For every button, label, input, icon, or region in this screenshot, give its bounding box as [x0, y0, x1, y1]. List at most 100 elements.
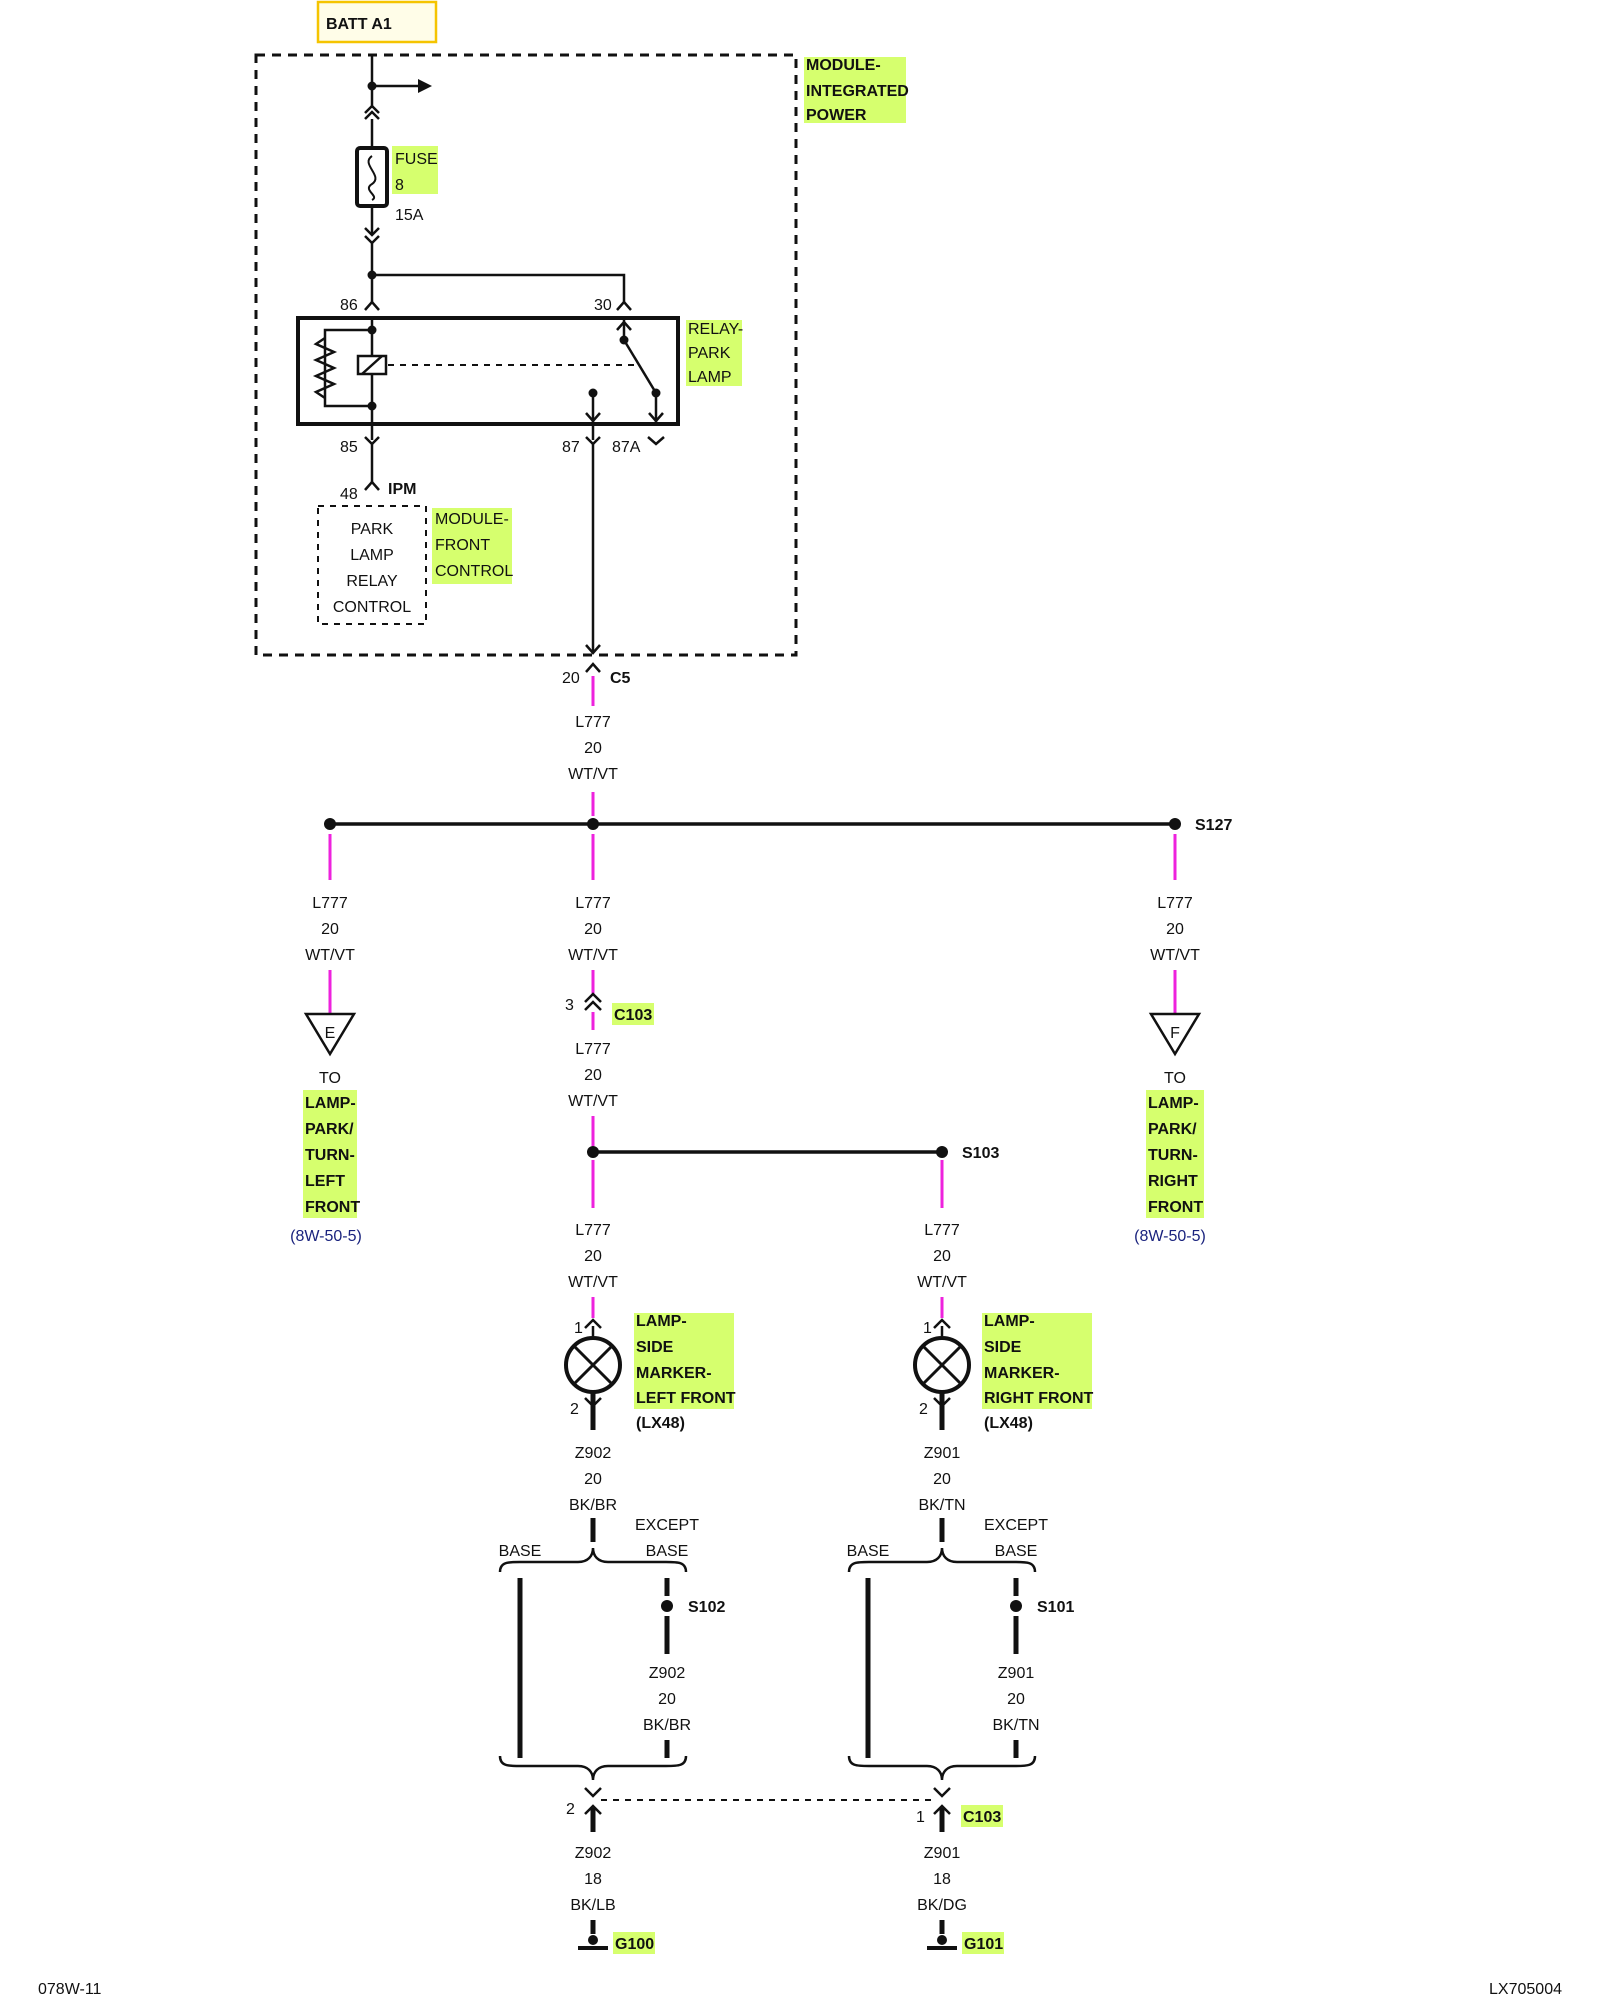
- z901-variant-except-line2: BASE: [995, 1543, 1038, 1560]
- ground-g100-label: G100: [613, 1932, 655, 1954]
- l777-ll-color: WT/VT: [568, 1274, 618, 1291]
- ipm-label: IPM: [388, 481, 416, 498]
- z902-variant-except-line2: BASE: [646, 1543, 689, 1560]
- s127-right-node: [1169, 818, 1181, 830]
- lamp-left-line1: LAMP-: [636, 1313, 687, 1330]
- fcm-function-line4: CONTROL: [333, 599, 411, 616]
- relay-park-lamp-body: [296, 316, 680, 426]
- right-page-reference-link[interactable]: (8W-50-5): [1134, 1228, 1206, 1245]
- l777-ll-circuit: L777: [575, 1222, 611, 1239]
- lamp-left-line2: SIDE: [636, 1339, 674, 1356]
- left-dest-line3: TURN-: [305, 1147, 355, 1164]
- l777-left-gauge: 20: [321, 921, 339, 938]
- z901-except-circuit: Z901: [998, 1665, 1035, 1682]
- batt-a1-box: BATT A1: [316, 0, 438, 44]
- fuse-label-line1: FUSE: [395, 151, 438, 168]
- c5-label: C5: [610, 670, 631, 687]
- s103-label: S103: [962, 1145, 999, 1162]
- left-dest-line1: LAMP-: [305, 1095, 356, 1112]
- l777-right-circuit: L777: [1157, 895, 1193, 912]
- s102-label: S102: [688, 1599, 725, 1616]
- left-page-reference-link[interactable]: (8W-50-5): [290, 1228, 362, 1245]
- s102-node: [661, 1600, 673, 1612]
- z902-except-circuit: Z902: [649, 1665, 686, 1682]
- s101-node: [1010, 1600, 1022, 1612]
- lamp-right-line1: LAMP-: [984, 1313, 1035, 1330]
- fcm-label-line3: CONTROL: [435, 563, 513, 580]
- c103-bottom-left-pin-icon: [584, 1787, 602, 1815]
- z902-gauge: 20: [584, 1471, 602, 1488]
- z902-ground-color: BK/LB: [570, 1897, 615, 1914]
- z902-color: BK/BR: [569, 1497, 617, 1514]
- z901-gauge: 20: [933, 1471, 951, 1488]
- right-dest-line1: LAMP-: [1148, 1095, 1199, 1112]
- fuse-8-label: FUSE 8: [392, 146, 438, 194]
- l777-right-gauge: 20: [1166, 921, 1184, 938]
- s103-right-node: [936, 1146, 948, 1158]
- l777-left-circuit: L777: [312, 895, 348, 912]
- relay-pin-86: 86: [340, 297, 358, 314]
- ipm-pin-48: 48: [340, 486, 358, 503]
- mip-label-line1: MODULE-: [806, 57, 881, 74]
- svg-text:C103: C103: [614, 1007, 652, 1024]
- s103-left-node: [587, 1146, 599, 1158]
- l777-mid2-gauge: 20: [584, 1067, 602, 1084]
- svg-text:G100: G100: [615, 1936, 654, 1953]
- l777-trunk-gauge: 20: [584, 740, 602, 757]
- left-park-turn-lamp-label: LAMP- PARK/ TURN- LEFT FRONT: [303, 1090, 360, 1218]
- relay-coil-icon: [312, 318, 388, 424]
- lamp-side-marker-left-icon: [564, 1326, 622, 1394]
- z901-ground-gauge: 18: [933, 1871, 951, 1888]
- relay-switch-icon: [585, 318, 664, 424]
- relay-park-lamp-label: RELAY- PARK LAMP: [686, 320, 743, 386]
- right-dest-line2: PARK/: [1148, 1121, 1197, 1138]
- left-dest-line5: FRONT: [305, 1199, 360, 1216]
- z901-except-gauge: 20: [1007, 1691, 1025, 1708]
- relay-label-line3: LAMP: [688, 369, 732, 386]
- front-control-module-label: MODULE- FRONT CONTROL: [432, 508, 513, 584]
- fcm-function-line1: PARK: [351, 521, 394, 538]
- right-dest-line4: RIGHT: [1148, 1173, 1198, 1190]
- page-id: 078W-11: [38, 1981, 102, 1998]
- relay-pin-87: 87: [562, 439, 580, 456]
- l777-mid-circuit: L777: [575, 895, 611, 912]
- fuse-label-line2: 8: [395, 177, 404, 194]
- branch-arrow-icon: [418, 79, 432, 93]
- front-control-module-outline: [317, 505, 427, 625]
- batt-a1-label: BATT A1: [326, 16, 392, 33]
- right-dest-line5: FRONT: [1148, 1199, 1203, 1216]
- z902-except-gauge: 20: [658, 1691, 676, 1708]
- ground-g100-icon: [578, 1935, 608, 1950]
- lamp-left-label: LAMP- SIDE MARKER- LEFT FRONT: [634, 1313, 736, 1409]
- relay-pin-87a: 87A: [612, 439, 641, 456]
- fuse-rating: 15A: [395, 207, 424, 224]
- lamp-left-pin2: 2: [570, 1401, 579, 1418]
- c103-top-pin: 3: [565, 997, 574, 1014]
- fcm-function-line3: RELAY: [346, 573, 398, 590]
- relay-label-line2: PARK: [688, 345, 731, 362]
- relay-pin-85: 85: [340, 439, 358, 456]
- l777-mid-gauge: 20: [584, 921, 602, 938]
- fuse-8-icon: [355, 146, 389, 208]
- lamp-right-line2: SIDE: [984, 1339, 1022, 1356]
- l777-rl-color: WT/VT: [917, 1274, 967, 1291]
- z901-except-color: BK/TN: [992, 1717, 1039, 1734]
- l777-rl-gauge: 20: [933, 1248, 951, 1265]
- lamp-left-line3: MARKER-: [636, 1365, 712, 1382]
- z901-variant-base: BASE: [847, 1543, 890, 1560]
- l777-rl-circuit: L777: [924, 1222, 960, 1239]
- lamp-right-option: (LX48): [984, 1415, 1033, 1432]
- relay-label-line1: RELAY-: [688, 321, 743, 338]
- svg-text:C103: C103: [963, 1809, 1001, 1826]
- relay-pin-30: 30: [594, 297, 612, 314]
- fcm-label-line2: FRONT: [435, 537, 490, 554]
- fcm-label-line1: MODULE-: [435, 511, 509, 528]
- ground-g101-icon: [927, 1935, 957, 1950]
- mip-label-line3: POWER: [806, 107, 867, 124]
- s101-label: S101: [1037, 1599, 1074, 1616]
- l777-mid-color: WT/VT: [568, 947, 618, 964]
- c103-top-label: C103: [612, 1003, 654, 1025]
- lamp-right-line4: RIGHT FRONT: [984, 1390, 1094, 1407]
- s127-left-node: [324, 818, 336, 830]
